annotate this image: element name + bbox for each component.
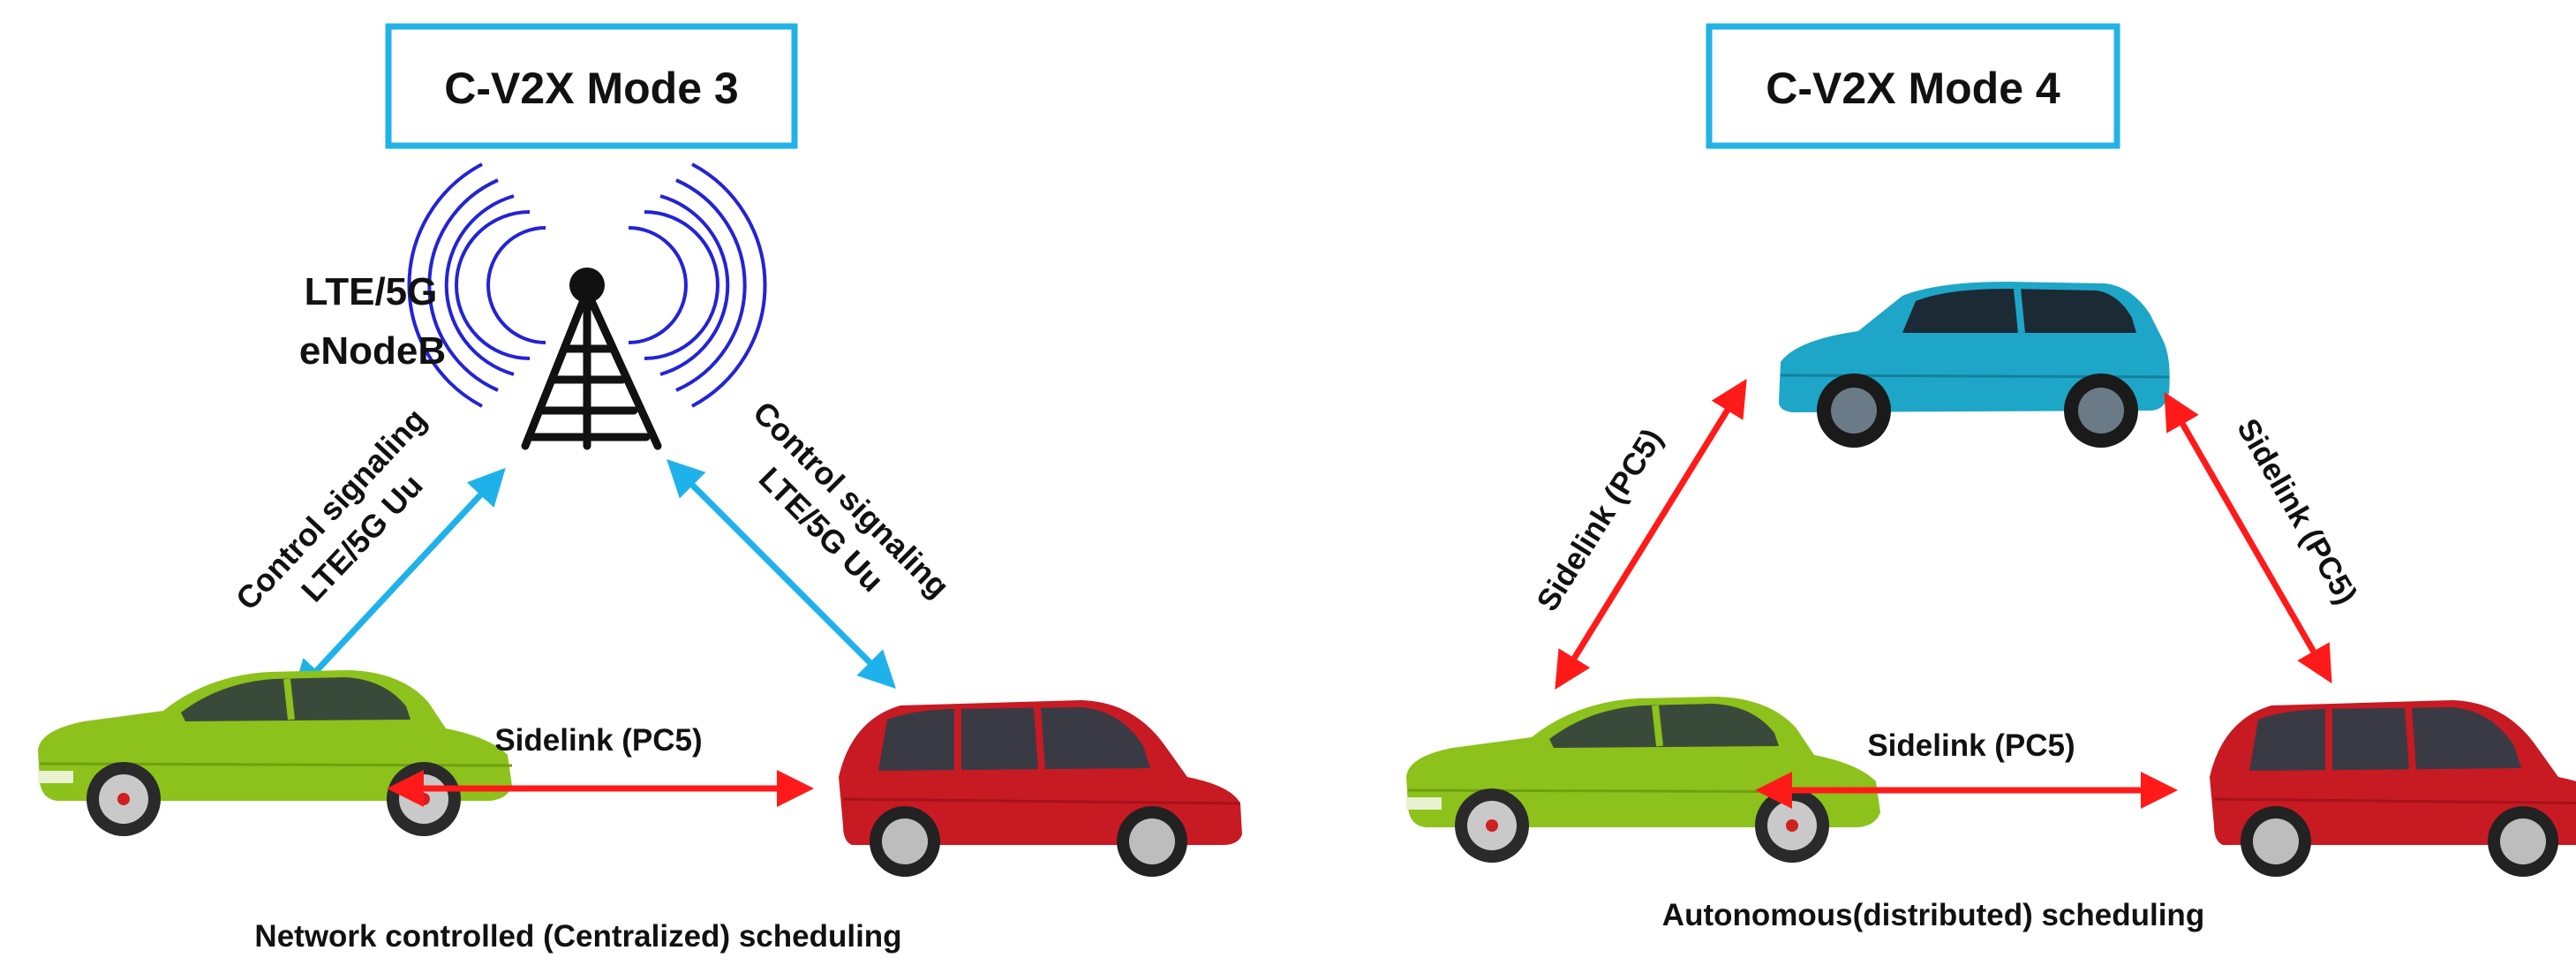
mode3-red-car: [839, 700, 1242, 877]
mode3-title: C-V2X Mode 3: [444, 64, 738, 113]
mode4-left-sidelink-arrow: [1555, 379, 1747, 690]
mode4-blue-car: [1779, 282, 2170, 448]
mode3-sidelink-label: Sidelink (PC5): [494, 723, 702, 758]
mode3-left-control-arrow: [291, 467, 506, 698]
mode4-title-box: [1706, 23, 2120, 149]
mode3-right-control-arrow: [667, 459, 896, 689]
mode3-caption: Network controlled (Centralized) schedul…: [254, 919, 901, 954]
mode4-right-sidelink-label: Sidelink (PC5): [2230, 413, 2363, 610]
mode3-title-box: [385, 23, 798, 149]
tower-label-line2: eNodeB: [299, 329, 446, 373]
mode4-title: C-V2X Mode 4: [1766, 64, 2060, 113]
cell-tower-icon: [407, 162, 767, 450]
mode3-green-car: [38, 670, 512, 836]
mode4-bottom-sidelink-label: Sidelink (PC5): [1867, 728, 2075, 763]
tower-label-line1: LTE/5G: [305, 270, 438, 313]
mode4-green-car: [1406, 697, 1880, 863]
mode4-left-sidelink-label: Sidelink (PC5): [1530, 423, 1669, 617]
mode4-caption: Autonomous(distributed) scheduling: [1662, 898, 2204, 932]
mode4-red-car: [2210, 700, 2576, 877]
mode4-right-sidelink-arrow: [2164, 391, 2332, 684]
